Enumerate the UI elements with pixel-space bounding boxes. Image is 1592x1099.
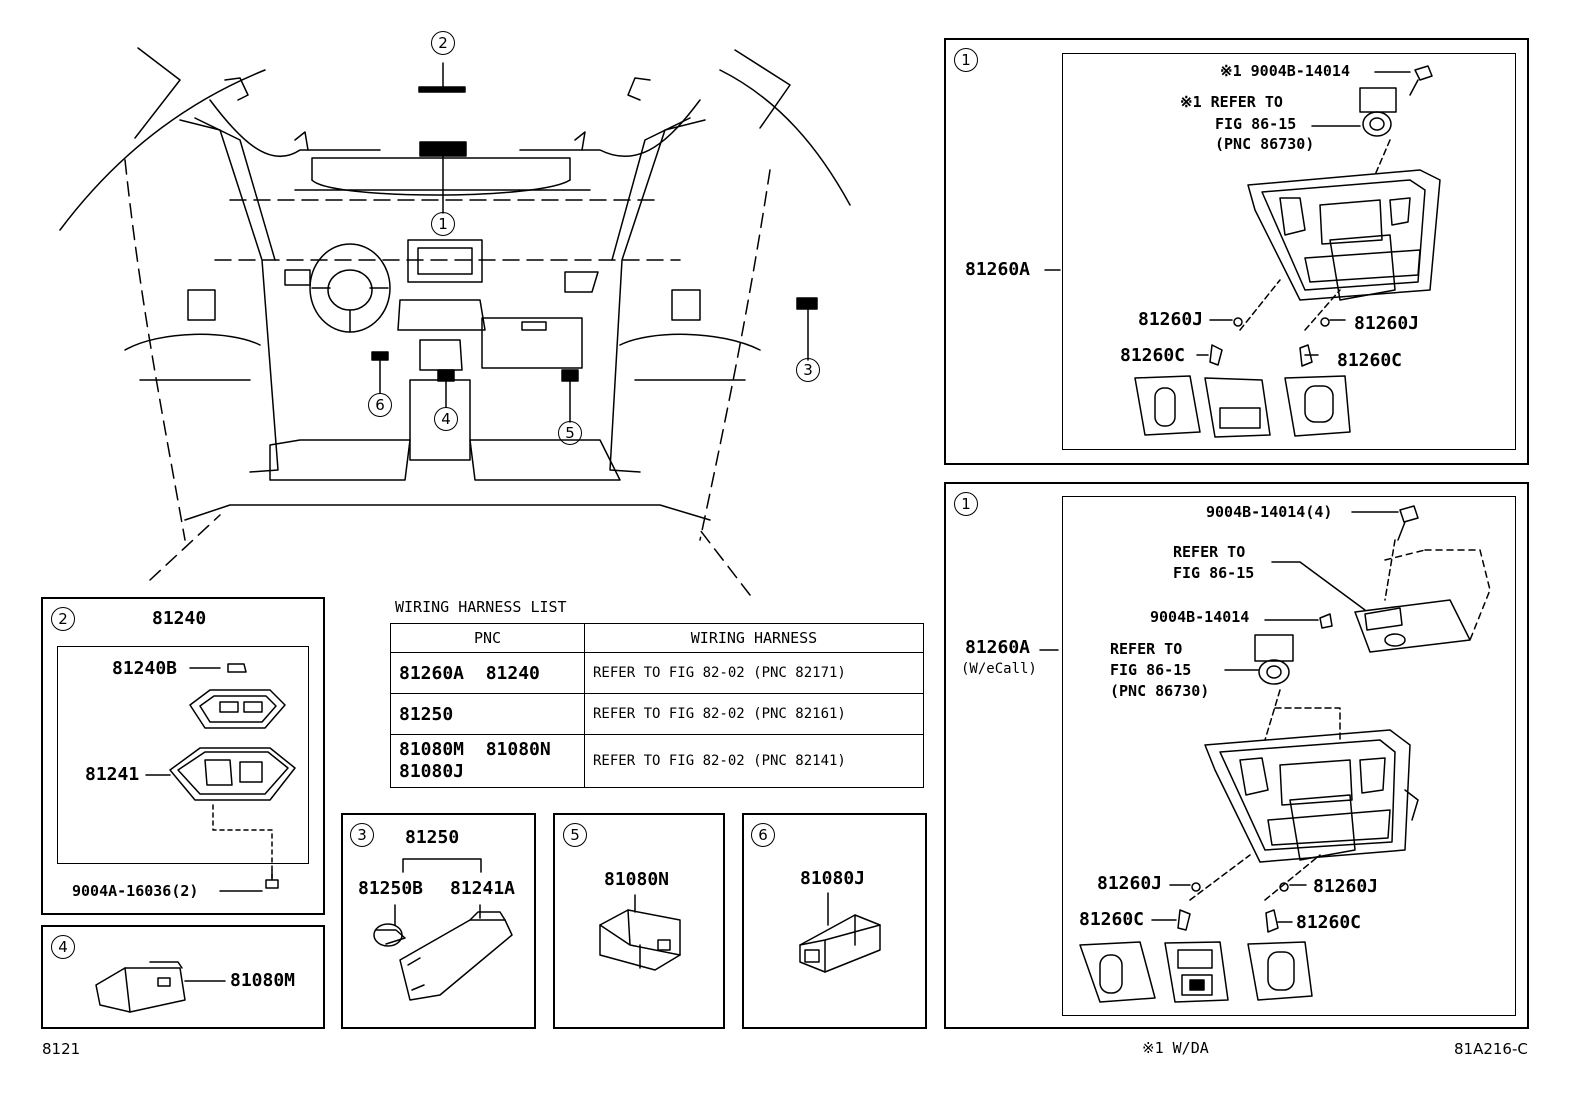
part-81080M-label: 81080M: [230, 970, 296, 991]
part-81240B-label: 81240B: [112, 658, 178, 679]
panel-1b-refer-a1: REFER TO: [1173, 543, 1246, 561]
footer-note: ※1 W/DA: [1142, 1039, 1209, 1057]
part-81241A-label: 81241A: [450, 878, 516, 899]
panel-1b-assy-label: 81260A: [965, 637, 1031, 658]
screw-9004A-label: 9004A-16036(2): [72, 882, 199, 900]
panel-5-callout: 5: [563, 823, 587, 847]
wiring-harness-table: PNC WIRING HARNESS 81260A 81240 REFER TO…: [390, 623, 924, 788]
panel-1a-callout: 1: [954, 48, 978, 72]
panel-1b-screw-top: 9004B-14014(4): [1206, 503, 1333, 521]
footer-figure-code: 81A216-C: [1454, 1040, 1528, 1058]
callout-3: 3: [796, 358, 820, 382]
panel-1b-81260J-left: 81260J: [1097, 873, 1163, 894]
part-81080N-drawing: [599, 894, 681, 971]
table-row: 81260A 81240 REFER TO FIG 82-02 (PNC 821…: [390, 652, 924, 694]
table-title: WIRING HARNESS LIST: [395, 598, 567, 616]
panel-1a-screw-label: ※1 9004B-14014: [1220, 62, 1350, 80]
table-header-pnc: PNC: [390, 623, 585, 653]
table-header-harness: WIRING HARNESS: [584, 623, 924, 653]
panel-1b-81260J-right: 81260J: [1313, 876, 1379, 897]
table-cell-pnc: 81250: [390, 693, 585, 735]
table-cell-harness: REFER TO FIG 82-02 (PNC 82141): [584, 734, 924, 788]
panel-1b-refer-b1: REFER TO: [1110, 640, 1183, 658]
panel-1b-refer-b3: (PNC 86730): [1110, 682, 1210, 700]
part-81250-drawing: [373, 858, 513, 1001]
part-81080N-label: 81080N: [604, 869, 670, 890]
panel-2: [41, 597, 325, 915]
panel-4-callout: 4: [51, 935, 75, 959]
panel-6: [742, 813, 927, 1029]
panel-1a-assy-label: 81260A: [965, 259, 1031, 280]
part-81080J-label: 81080J: [800, 868, 866, 889]
part-81240-drawing: [145, 663, 296, 892]
callout-1: 1: [431, 212, 455, 236]
panel-1a-81260J-left: 81260J: [1138, 309, 1204, 330]
panel-5: [553, 813, 725, 1029]
panel-2-inner: [57, 646, 309, 864]
panel-1a: [944, 38, 1529, 465]
panel-1a-81260C-left: 81260C: [1120, 345, 1186, 366]
panel-1a-81260J-right: 81260J: [1354, 313, 1420, 334]
part-81240-label: 81240: [152, 608, 207, 629]
panel-1b-refer-b2: FIG 86-15: [1110, 661, 1192, 679]
panel-1a-inner: [1062, 53, 1516, 450]
panel-1a-refer-line3: (PNC 86730): [1215, 135, 1315, 153]
callout-4: 4: [434, 407, 458, 431]
panel-3-callout: 3: [350, 823, 374, 847]
table-cell-harness: REFER TO FIG 82-02 (PNC 82161): [584, 693, 924, 735]
part-81260A-ecall-drawing: [1039, 505, 1491, 1003]
panel-1b-screw-mid: 9004B-14014: [1150, 608, 1250, 626]
part-81250-label: 81250: [405, 827, 460, 848]
panel-1b-81260C-left: 81260C: [1079, 909, 1145, 930]
vehicle-interior-drawing: [59, 47, 851, 596]
part-81241-label: 81241: [85, 764, 140, 785]
part-81080J-drawing: [799, 892, 881, 973]
panel-2-callout: 2: [51, 607, 75, 631]
panel-1a-refer-line2: FIG 86-15: [1215, 115, 1297, 133]
panel-1b-refer-a2: FIG 86-15: [1173, 564, 1255, 582]
panel-1a-refer-line1: ※1 REFER TO: [1180, 93, 1283, 111]
table-cell-harness: REFER TO FIG 82-02 (PNC 82171): [584, 652, 924, 694]
panel-4: [41, 925, 325, 1029]
panel-6-callout: 6: [751, 823, 775, 847]
panel-1b-81260C-right: 81260C: [1296, 912, 1362, 933]
table-cell-pnc: 81080M 81080N 81080J: [390, 734, 585, 788]
callout-5: 5: [558, 421, 582, 445]
part-81260A-drawing: [1044, 65, 1441, 438]
panel-1b-inner: [1062, 496, 1516, 1016]
footer-page-code: 8121: [42, 1040, 81, 1058]
callout-2: 2: [431, 31, 455, 55]
panel-1b-callout: 1: [954, 492, 978, 516]
panel-1b: [944, 482, 1529, 1029]
panel-1a-81260C-right: 81260C: [1337, 350, 1403, 371]
part-81080M-drawing: [95, 961, 226, 1013]
table-cell-pnc: 81260A 81240: [390, 652, 585, 694]
table-row: 81250 REFER TO FIG 82-02 (PNC 82161): [390, 693, 924, 735]
table-row: 81080M 81080N 81080J REFER TO FIG 82-02 …: [390, 734, 924, 788]
panel-3: [341, 813, 536, 1029]
callout-6: 6: [368, 393, 392, 417]
panel-1b-assy-note: (W/eCall): [961, 661, 1037, 677]
part-81250B-label: 81250B: [358, 878, 424, 899]
